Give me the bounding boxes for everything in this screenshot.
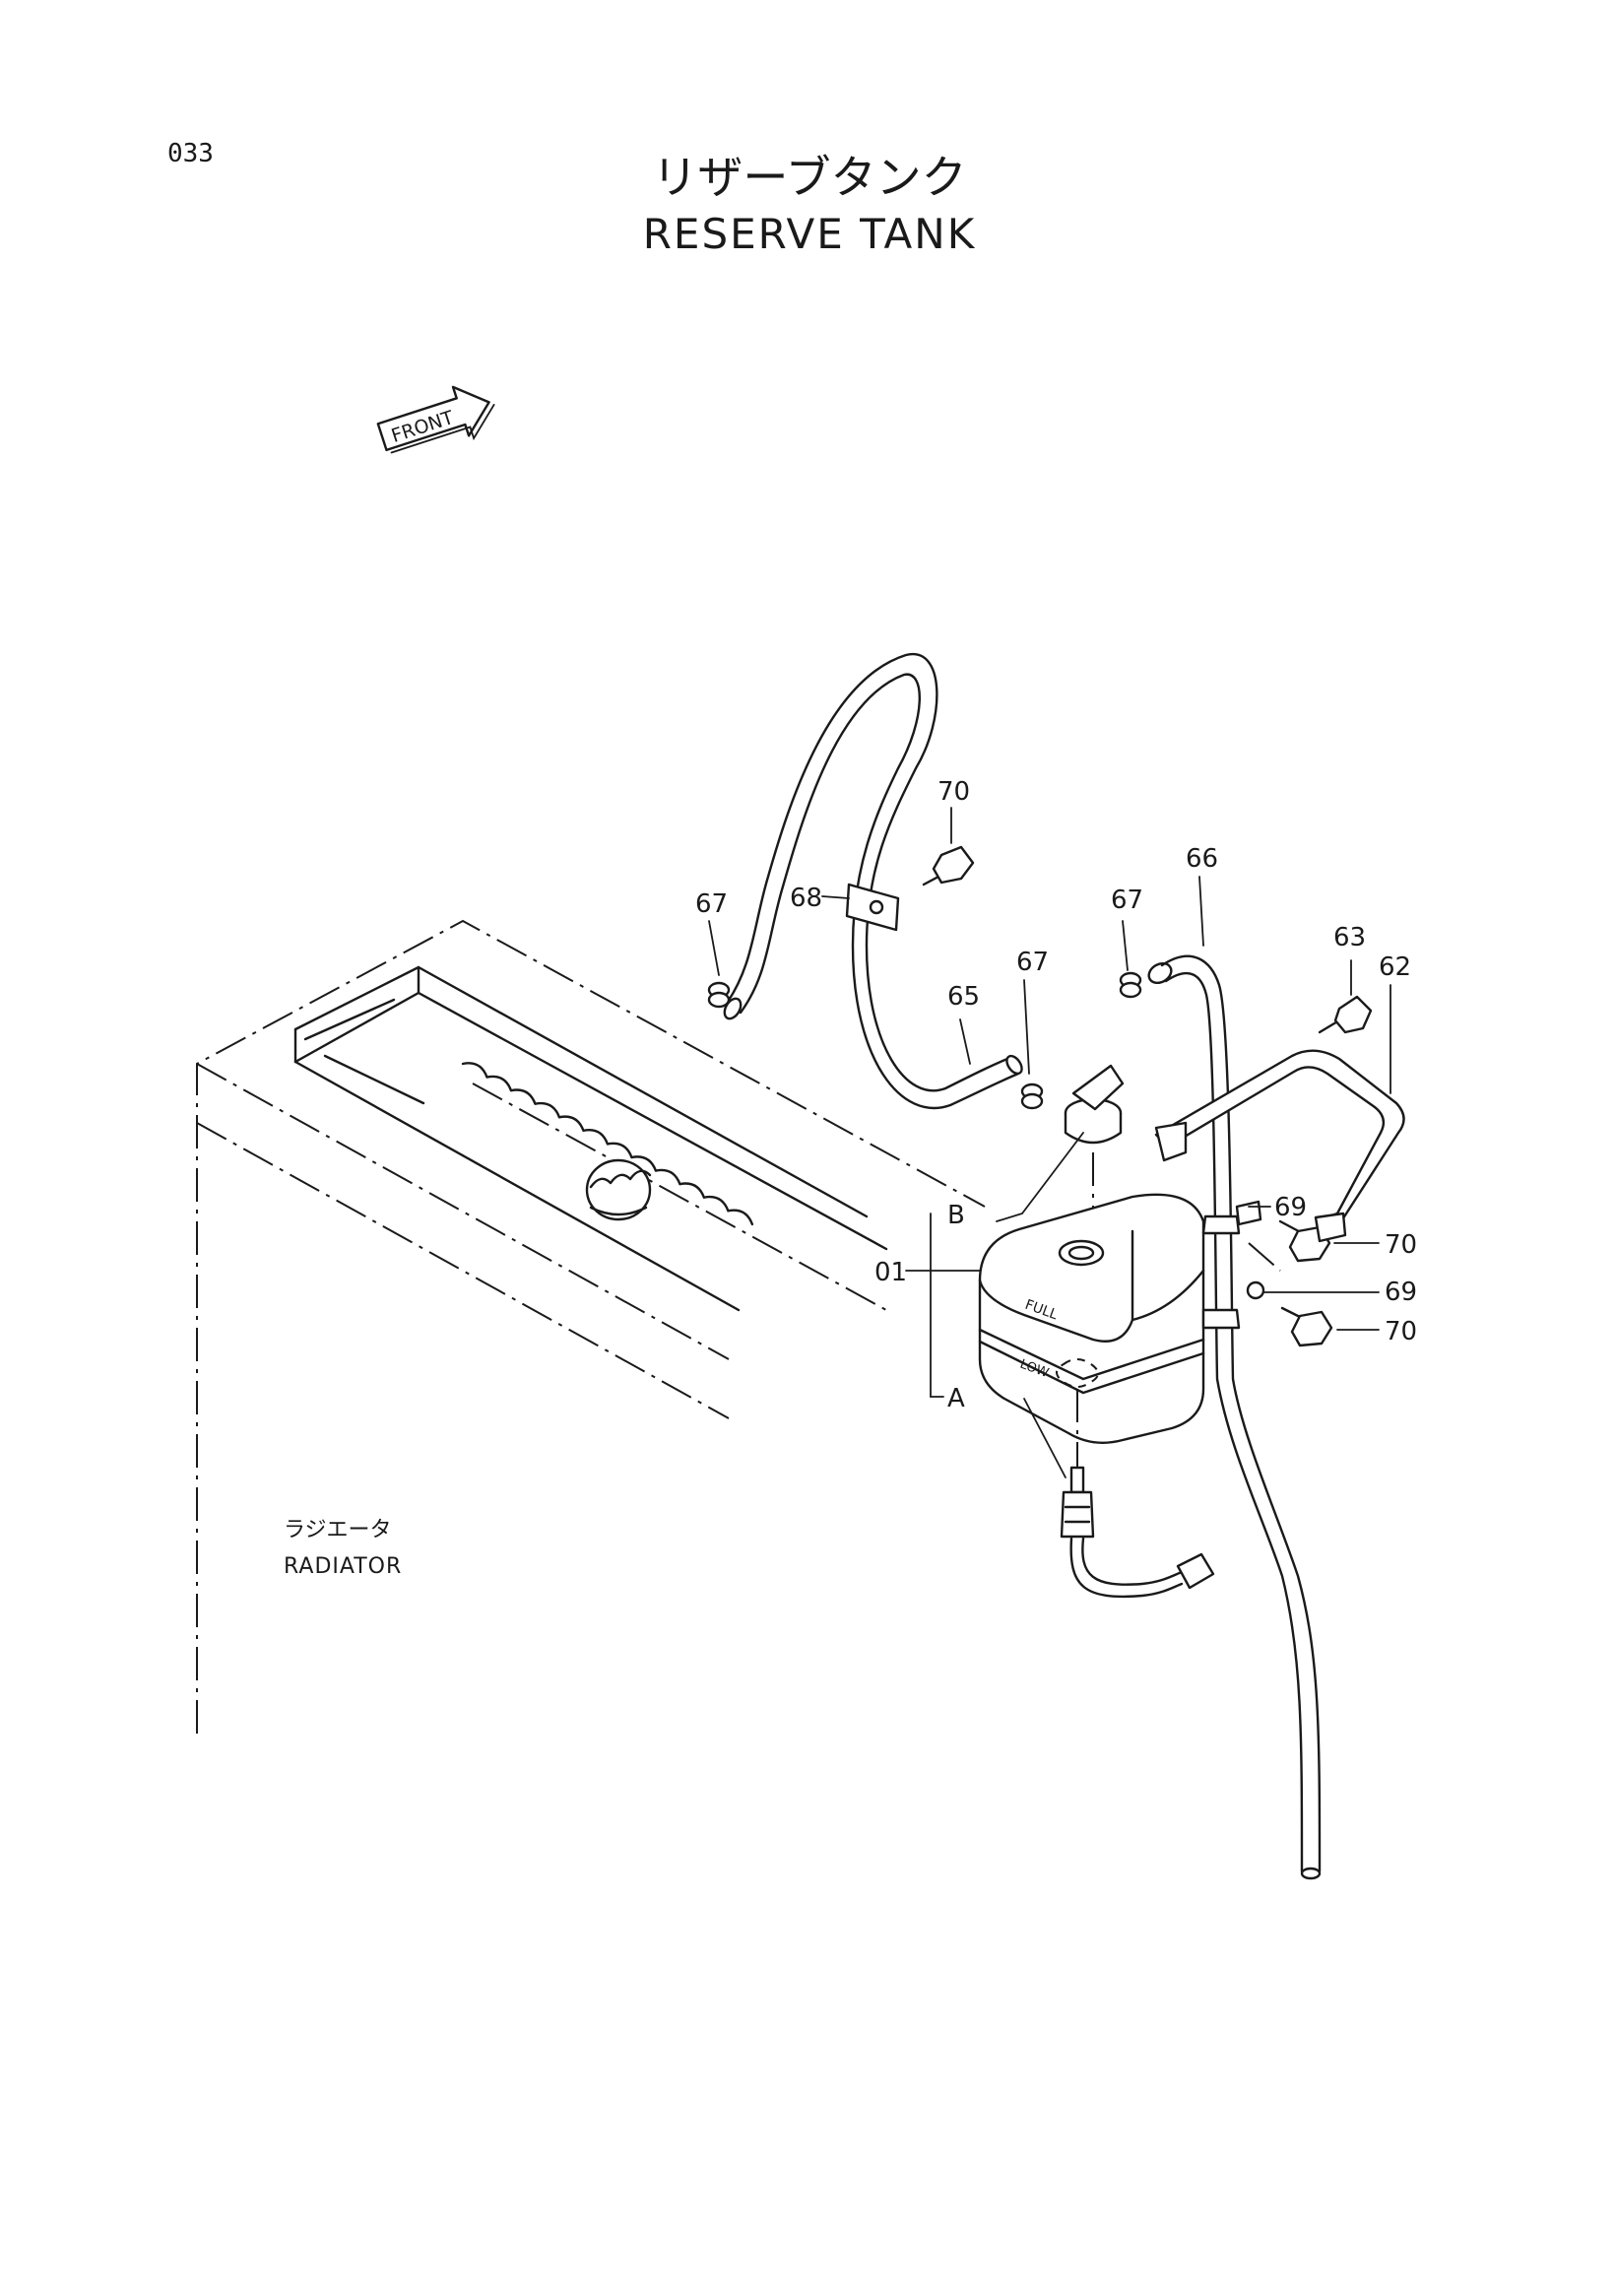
bolt-70-c-icon [1280, 1306, 1333, 1347]
callout-62: 62 [1379, 952, 1411, 982]
clip-68-icon [845, 883, 900, 932]
callout-68: 68 [790, 884, 822, 913]
page-number: 033 [167, 139, 214, 168]
sub-ref-a: A [947, 1384, 965, 1413]
title-japanese: リザーブタンク [652, 151, 966, 204]
callout-70-a: 70 [937, 777, 970, 807]
title-english: RESERVE TANK [643, 210, 977, 258]
callout-leaders [708, 807, 1391, 1478]
front-label: FRONT [389, 407, 457, 447]
callout-66: 66 [1186, 844, 1218, 874]
callout-65: 65 [947, 982, 980, 1012]
hose-clamp-67-a-icon [707, 981, 731, 1009]
callout-67-a: 67 [695, 889, 728, 919]
bolt-70-a-icon [922, 845, 975, 886]
radiator-label-japanese: ラジエータ [284, 1518, 392, 1542]
radiator-outline [196, 919, 986, 1734]
radiator-label-english: RADIATOR [284, 1554, 402, 1579]
hose-clamp-67-b-icon [1020, 1082, 1044, 1110]
sub-ref-b: B [947, 1201, 965, 1230]
tank-cap-icon [1064, 1064, 1125, 1145]
bracket-62-icon [1154, 1049, 1405, 1243]
bolt-leader [1248, 1242, 1281, 1272]
callout-70-c: 70 [1385, 1317, 1417, 1346]
level-sensor-icon [1060, 1466, 1215, 1599]
callout-01: 01 [874, 1258, 907, 1287]
callout-67-b: 67 [1016, 948, 1049, 977]
callout-70-b: 70 [1385, 1230, 1417, 1260]
hose-clamp-67-c-icon [1119, 971, 1142, 999]
hose-65 [723, 652, 1023, 1110]
hose-66 [1147, 954, 1322, 1880]
clamp-69-b-icon [1201, 1280, 1265, 1330]
callout-69-a: 69 [1274, 1193, 1307, 1222]
radiator-cap-icon [585, 1158, 652, 1221]
reserve-tank-icon: FULL LOW [978, 1193, 1205, 1444]
bolt-63-icon [1318, 995, 1373, 1034]
callout-63: 63 [1333, 923, 1366, 952]
callout-69-b: 69 [1385, 1278, 1417, 1307]
callout-67-c: 67 [1111, 886, 1143, 915]
front-arrow-icon: FRONT [376, 385, 495, 454]
